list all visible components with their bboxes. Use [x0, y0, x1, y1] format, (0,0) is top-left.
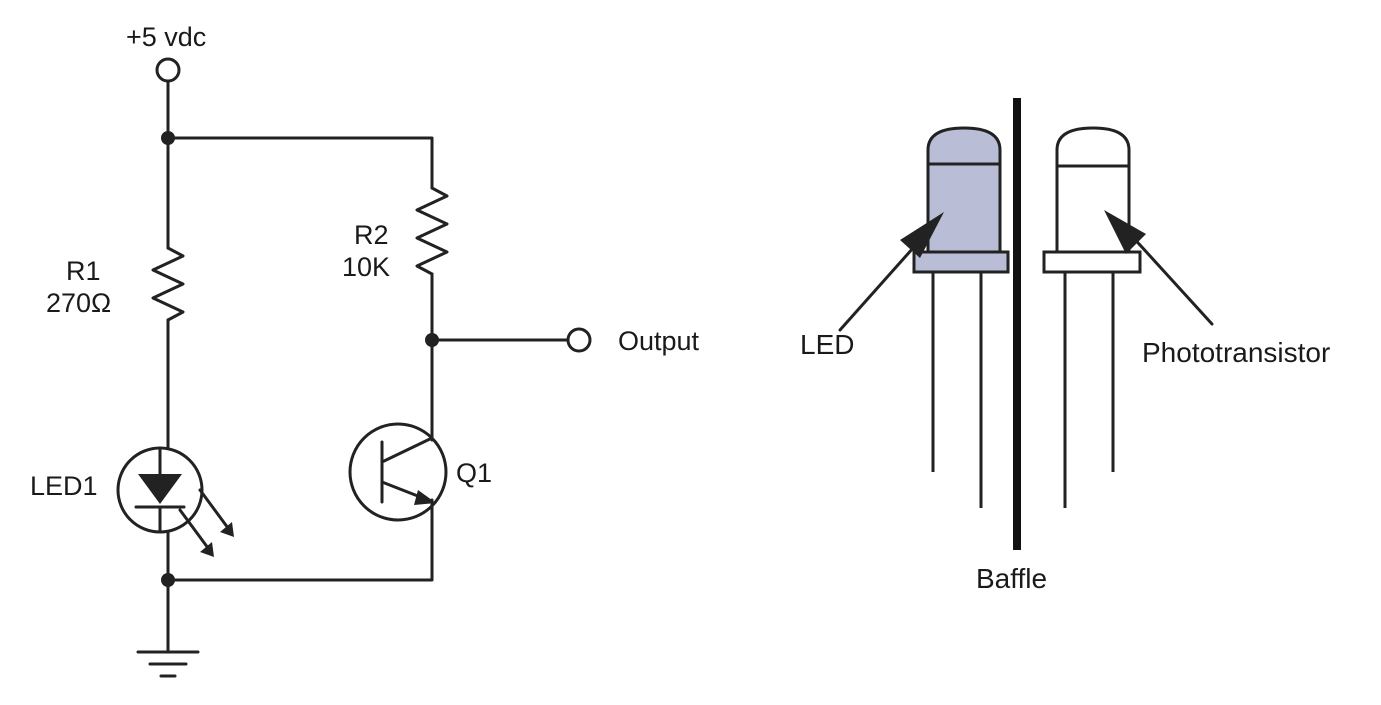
supply-terminal [155, 57, 181, 83]
led-label: LED [800, 329, 854, 360]
q1-collector [380, 436, 434, 464]
junction-supply [161, 131, 175, 145]
resistor-r2 [415, 186, 449, 276]
phototransistor-body [1055, 164, 1131, 254]
r1-name: R1 [66, 256, 101, 286]
phototransistor-pointer-arrow [1128, 232, 1214, 326]
phototransistor-dome [1055, 126, 1131, 168]
wire-ground-rail [166, 498, 434, 582]
phototransistor-label: Phototransistor [1142, 337, 1330, 368]
r1-value: 270Ω [46, 288, 111, 318]
led-pointer-arrow [838, 236, 924, 332]
physical-arrangement: LED Phototransistor Baffle [800, 98, 1330, 594]
q1-transistor-symbol [348, 422, 448, 522]
wire-supply-top [166, 136, 434, 190]
output-label: Output [618, 326, 700, 356]
led-component [912, 126, 1010, 508]
resistor-r1 [151, 246, 185, 322]
q1-label: Q1 [456, 458, 492, 488]
baffle [1013, 98, 1021, 550]
baffle-label: Baffle [976, 563, 1047, 594]
led1-emission-arrow-2 [198, 488, 230, 530]
led1-diode-triangle [138, 474, 182, 504]
led1-symbol [116, 446, 234, 557]
supply-label: +5 vdc [126, 22, 206, 52]
led-flange [912, 250, 1010, 274]
r2-name: R2 [354, 220, 389, 250]
output-terminal [566, 327, 592, 353]
ground-symbol [136, 650, 200, 678]
q1-emitter-arrow [414, 490, 436, 505]
phototransistor-component [1042, 126, 1142, 508]
led1-label: LED1 [30, 471, 98, 501]
phototransistor-flange [1042, 250, 1142, 274]
led-dome [926, 126, 1002, 166]
q1-body [348, 422, 448, 522]
r2-value: 10K [342, 252, 390, 282]
led-body [926, 162, 1002, 254]
led1-emission-arrow-1 [178, 508, 210, 550]
circuit-schematic: +5 vdc R1 270Ω LED1 [30, 22, 700, 678]
junction-ground [161, 573, 175, 587]
